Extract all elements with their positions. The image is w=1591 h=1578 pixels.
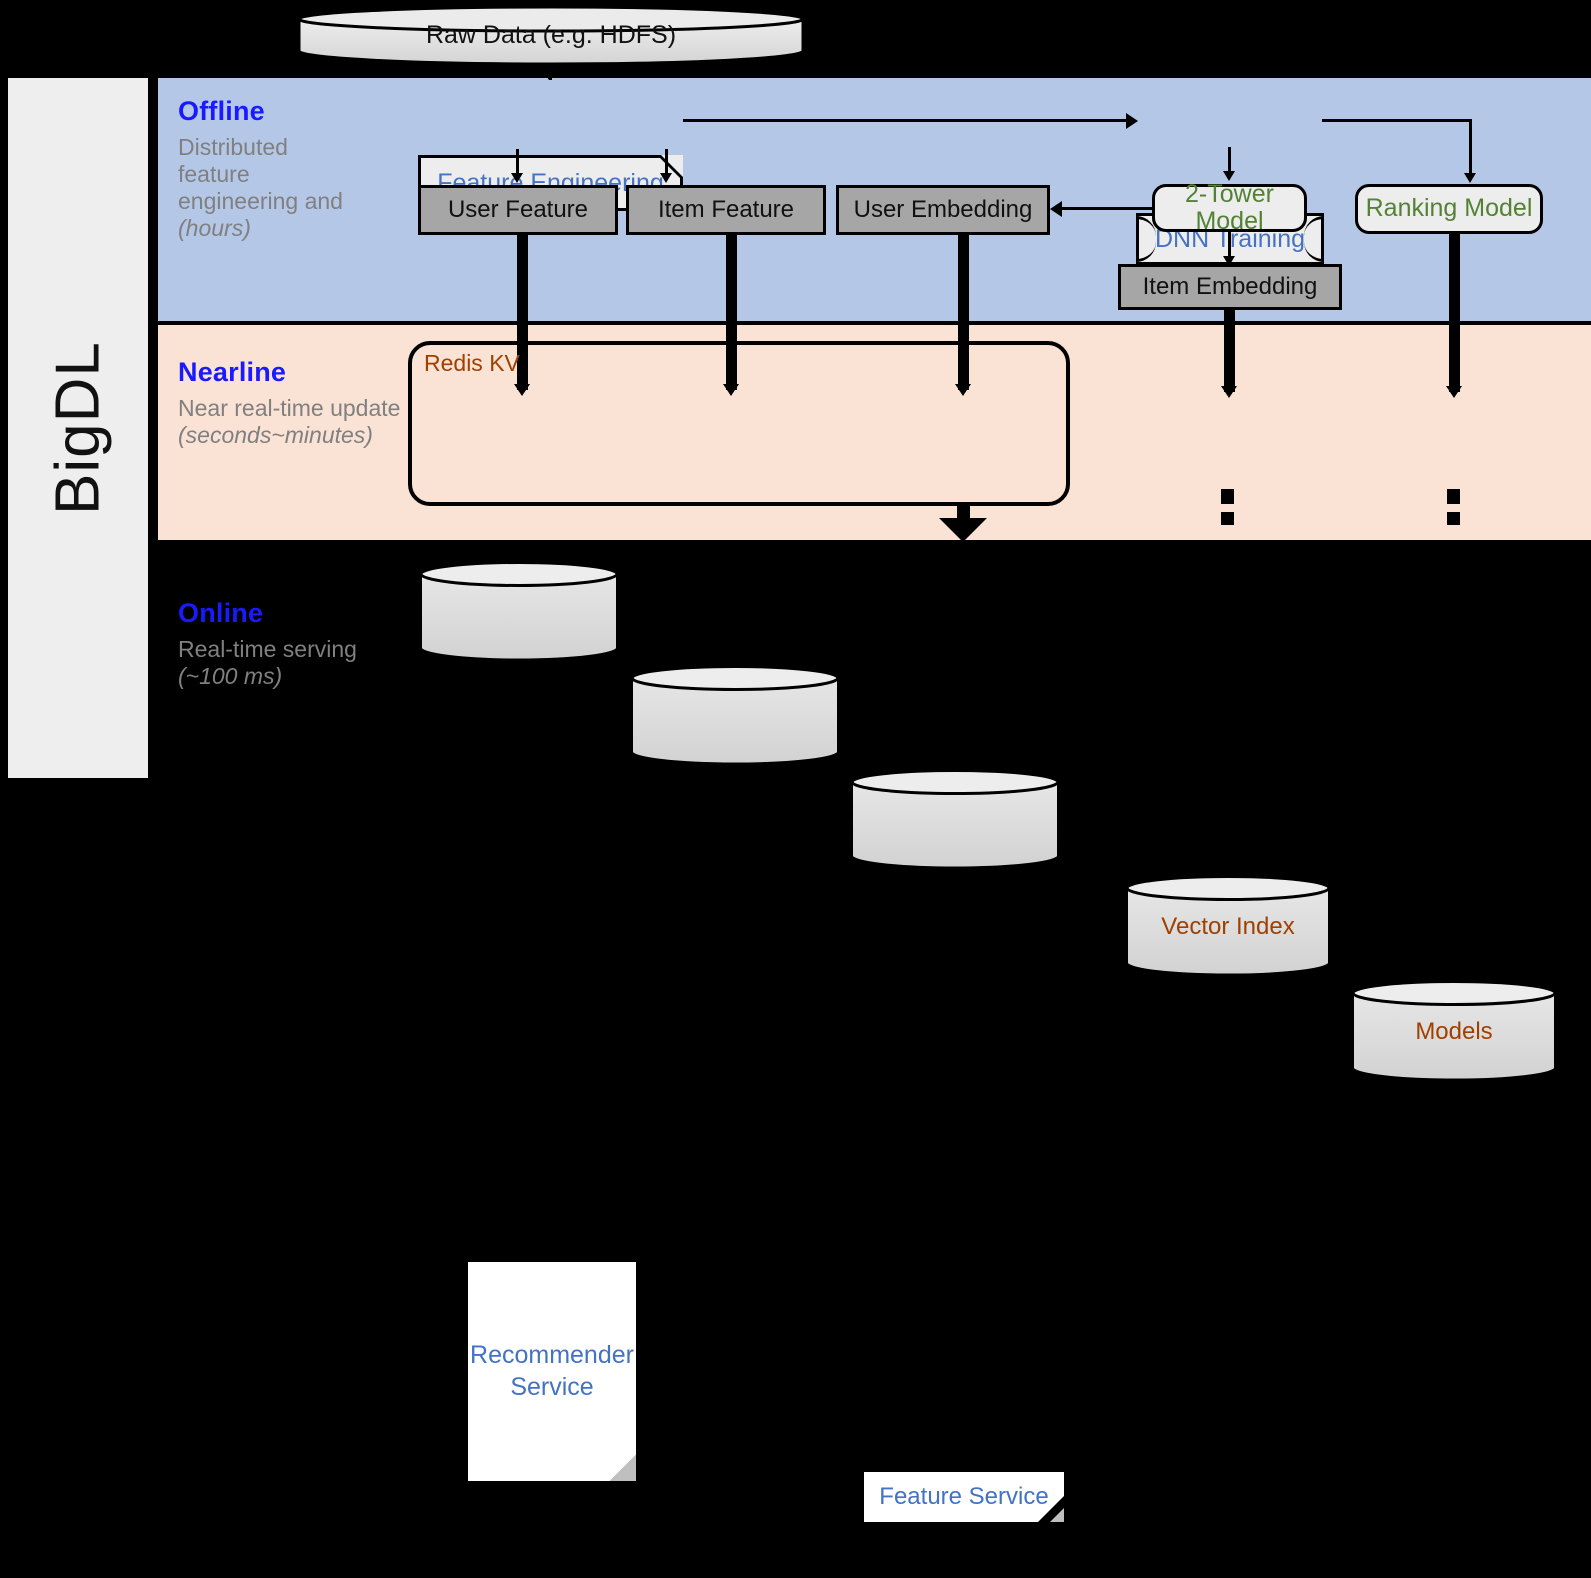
- pipe-itemembedding-vectorindex: [1224, 310, 1235, 392]
- feature-service-label: Feature Service: [879, 1483, 1049, 1510]
- vector-index-store[interactable]: Vector Index: [1124, 874, 1332, 979]
- edge-fe-userfeature-line: [516, 149, 519, 175]
- redis-store-2[interactable]: [629, 664, 841, 768]
- nearline-title: Nearline: [178, 357, 287, 387]
- online-band-label: Online Real-time serving (~100 ms): [178, 598, 378, 690]
- cylinder-shape: [419, 561, 619, 662]
- item-embedding-node[interactable]: Item Embedding: [1118, 264, 1342, 310]
- pipe-rankingmodel-arrow: [1446, 386, 1462, 398]
- item-feature-label: Item Feature: [657, 195, 795, 223]
- online-title: Online: [178, 598, 264, 628]
- edge-twotower-userembedding-line: [1062, 207, 1154, 210]
- link-redis-featureservice-seg1: [957, 506, 970, 519]
- edge-fe-userfeature-arrow: [511, 173, 523, 183]
- models-store[interactable]: Models: [1350, 979, 1558, 1084]
- pipe-userfeature-arrow: [514, 384, 530, 396]
- edge-twotower-itememb-line: [1228, 232, 1231, 258]
- redis-store-1[interactable]: [418, 560, 620, 664]
- redis-kv-group: [408, 341, 1070, 506]
- edge-fe-itemfeature-arrow: [660, 173, 672, 183]
- edge-twotower-userembedding-arrow: [1050, 201, 1062, 217]
- raw-data-label: Raw Data (e.g. HDFS): [425, 20, 677, 49]
- feature-service-node[interactable]: Feature Service: [864, 1472, 1064, 1522]
- pipe-itemfeature-arrow: [723, 384, 739, 396]
- pipe-rankingmodel-models: [1449, 234, 1460, 392]
- item-embedding-label: Item Embedding: [1142, 272, 1318, 300]
- nearline-subtitle: Near real-time update (seconds~minutes): [178, 395, 401, 449]
- pipe-itemembedding-arrow: [1221, 386, 1237, 398]
- redis-kv-label: Redis KV: [424, 350, 520, 376]
- diagram-canvas: BigDL Offline Distributed feature engine…: [8, 4, 1591, 1522]
- edge-twotower-itememb-arrow: [1223, 256, 1235, 266]
- edge-dnn-ranking-v: [1469, 119, 1472, 175]
- link-redis-featureservice-arrow: [939, 518, 987, 542]
- edge-fe-dnn-arrow: [1126, 113, 1138, 129]
- online-band: [158, 544, 1591, 789]
- two-tower-model-node[interactable]: 2-Tower Model: [1152, 180, 1307, 235]
- offline-subtitle: Distributed feature engineering and (hou…: [178, 134, 343, 242]
- edge-dnn-ranking-arrow: [1464, 173, 1476, 183]
- edge-rawdata-fe-arrow: [538, 64, 560, 80]
- redis-store-1-label: [418, 560, 620, 664]
- pipe-userembedding-arrow: [955, 384, 971, 396]
- redis-store-3-label: [849, 768, 1061, 872]
- offline-band-label: Offline Distributed feature engineering …: [178, 96, 348, 243]
- offline-title: Offline: [178, 96, 265, 126]
- link-vectorindex-recall-seg1: [1221, 489, 1234, 504]
- link-vectorindex-recall-seg2: [1221, 512, 1234, 525]
- edge-dnn-twotower-line: [1228, 147, 1231, 173]
- edge-dnn-twotower-arrow: [1223, 171, 1235, 181]
- redis-store-2-label: [629, 664, 841, 768]
- online-subtitle: Real-time serving (~100 ms): [178, 636, 357, 690]
- bigdl-label: BigDL: [43, 341, 113, 515]
- raw-data-cylinder: Raw Data (e.g. HDFS): [296, 4, 806, 66]
- recommender-service-label: Recommender Service: [470, 1341, 634, 1401]
- vector-index-label: Vector Index: [1161, 912, 1295, 940]
- redis-store-3[interactable]: [849, 768, 1061, 872]
- two-tower-model-label: 2-Tower Model: [1185, 179, 1274, 235]
- pipe-userfeature-store: [517, 235, 528, 390]
- user-embedding-label: User Embedding: [853, 195, 1033, 223]
- link-models-ranking-seg2: [1447, 512, 1460, 525]
- pipe-itemfeature-store: [726, 235, 737, 390]
- ranking-model-node[interactable]: Ranking Model: [1355, 184, 1543, 234]
- models-label: Models: [1415, 1017, 1493, 1045]
- bigdl-framework-rail: BigDL: [8, 78, 148, 778]
- edge-fe-itemfeature-line: [665, 149, 668, 175]
- user-embedding-node[interactable]: User Embedding: [836, 185, 1050, 235]
- link-models-ranking-seg1: [1447, 489, 1460, 504]
- item-feature-node[interactable]: Item Feature: [626, 185, 826, 235]
- edge-dnn-ranking-h: [1322, 119, 1472, 122]
- ranking-model-label: Ranking Model: [1365, 194, 1533, 223]
- recommender-service-node[interactable]: Recommender Service: [468, 1262, 636, 1481]
- edge-fe-dnn-line: [683, 119, 1128, 122]
- pipe-userembedding-store: [958, 235, 969, 390]
- nearline-band-label: Nearline Near real-time update (seconds~…: [178, 357, 408, 449]
- cylinder-shape: [630, 665, 840, 766]
- cylinder-shape: [297, 5, 805, 66]
- user-feature-node[interactable]: User Feature: [418, 185, 618, 235]
- user-feature-label: User Feature: [447, 195, 589, 223]
